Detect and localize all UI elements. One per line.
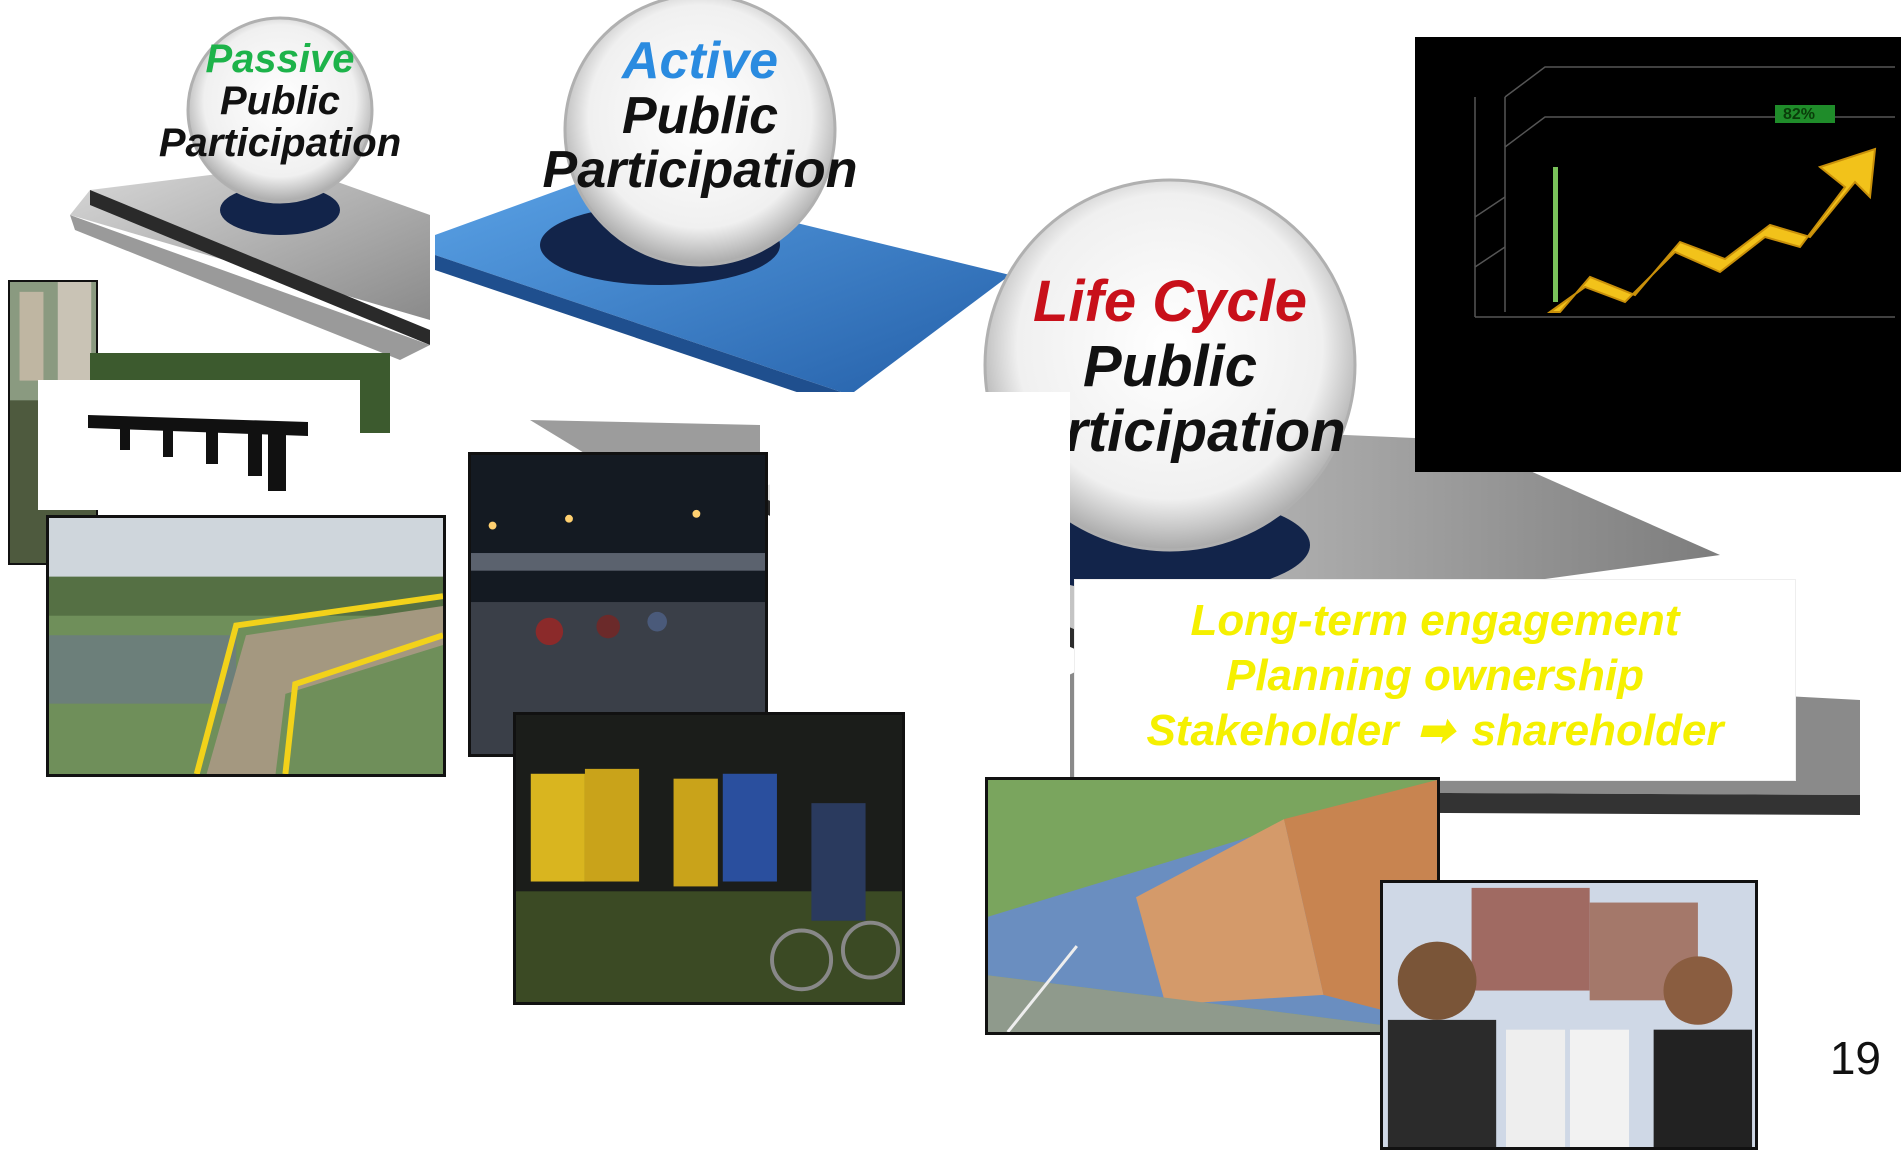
- chart-value-label: 82%: [1783, 106, 1815, 123]
- active-keyword: Active: [621, 32, 779, 90]
- benefit-line-2: Planning ownership: [1225, 651, 1645, 700]
- passive-keyword: Passive: [205, 37, 355, 81]
- shareholder-text: shareholder: [1471, 706, 1724, 755]
- bridge-diagram: [38, 380, 360, 510]
- photo-mosaic-wall: [985, 777, 1440, 1035]
- benefit-line-1: Long-term engagement: [1190, 596, 1680, 645]
- chart-svg: 82%: [1474, 66, 1895, 318]
- photo-bike-path: [46, 515, 446, 777]
- photo-cyclists-group: [513, 712, 905, 1005]
- passive-line2: Public: [219, 79, 341, 123]
- bridge-icon: [88, 415, 308, 491]
- passive-label: Passive Public Participation: [140, 38, 420, 164]
- active-sphere: [563, 0, 837, 267]
- page-number: 19: [1829, 1032, 1881, 1084]
- chart-bar: [1553, 167, 1558, 302]
- passive-sphere: [186, 16, 374, 204]
- chart-bar-label-bg: [1775, 105, 1835, 123]
- benefits-text: Long-term engagement Planning ownership …: [1075, 593, 1795, 758]
- active-line3: Participation: [542, 141, 858, 200]
- lifecycle-keyword: Life Cycle: [1033, 269, 1307, 334]
- benefits-box: [1075, 580, 1795, 780]
- stakeholder-text: Stakeholder: [1146, 706, 1399, 755]
- arrow-right-icon: ➡: [1416, 706, 1454, 755]
- growth-arrow: [1546, 147, 1877, 313]
- active-label: Active Public Participation: [520, 34, 880, 198]
- lifecycle-sphere: [983, 178, 1357, 552]
- passive-platform: [70, 165, 430, 360]
- passive-line3: Participation: [158, 121, 402, 165]
- benefit-line-3: Stakeholder ➡ shareholder: [1075, 703, 1795, 758]
- chart-gridlines: [1474, 66, 1895, 318]
- lifecycle-line2: Public: [1082, 333, 1258, 399]
- active-line2: Public: [621, 86, 779, 145]
- growth-chart: 82%: [1415, 37, 1901, 472]
- photo-mosaic-tiles-people: [1380, 880, 1758, 1150]
